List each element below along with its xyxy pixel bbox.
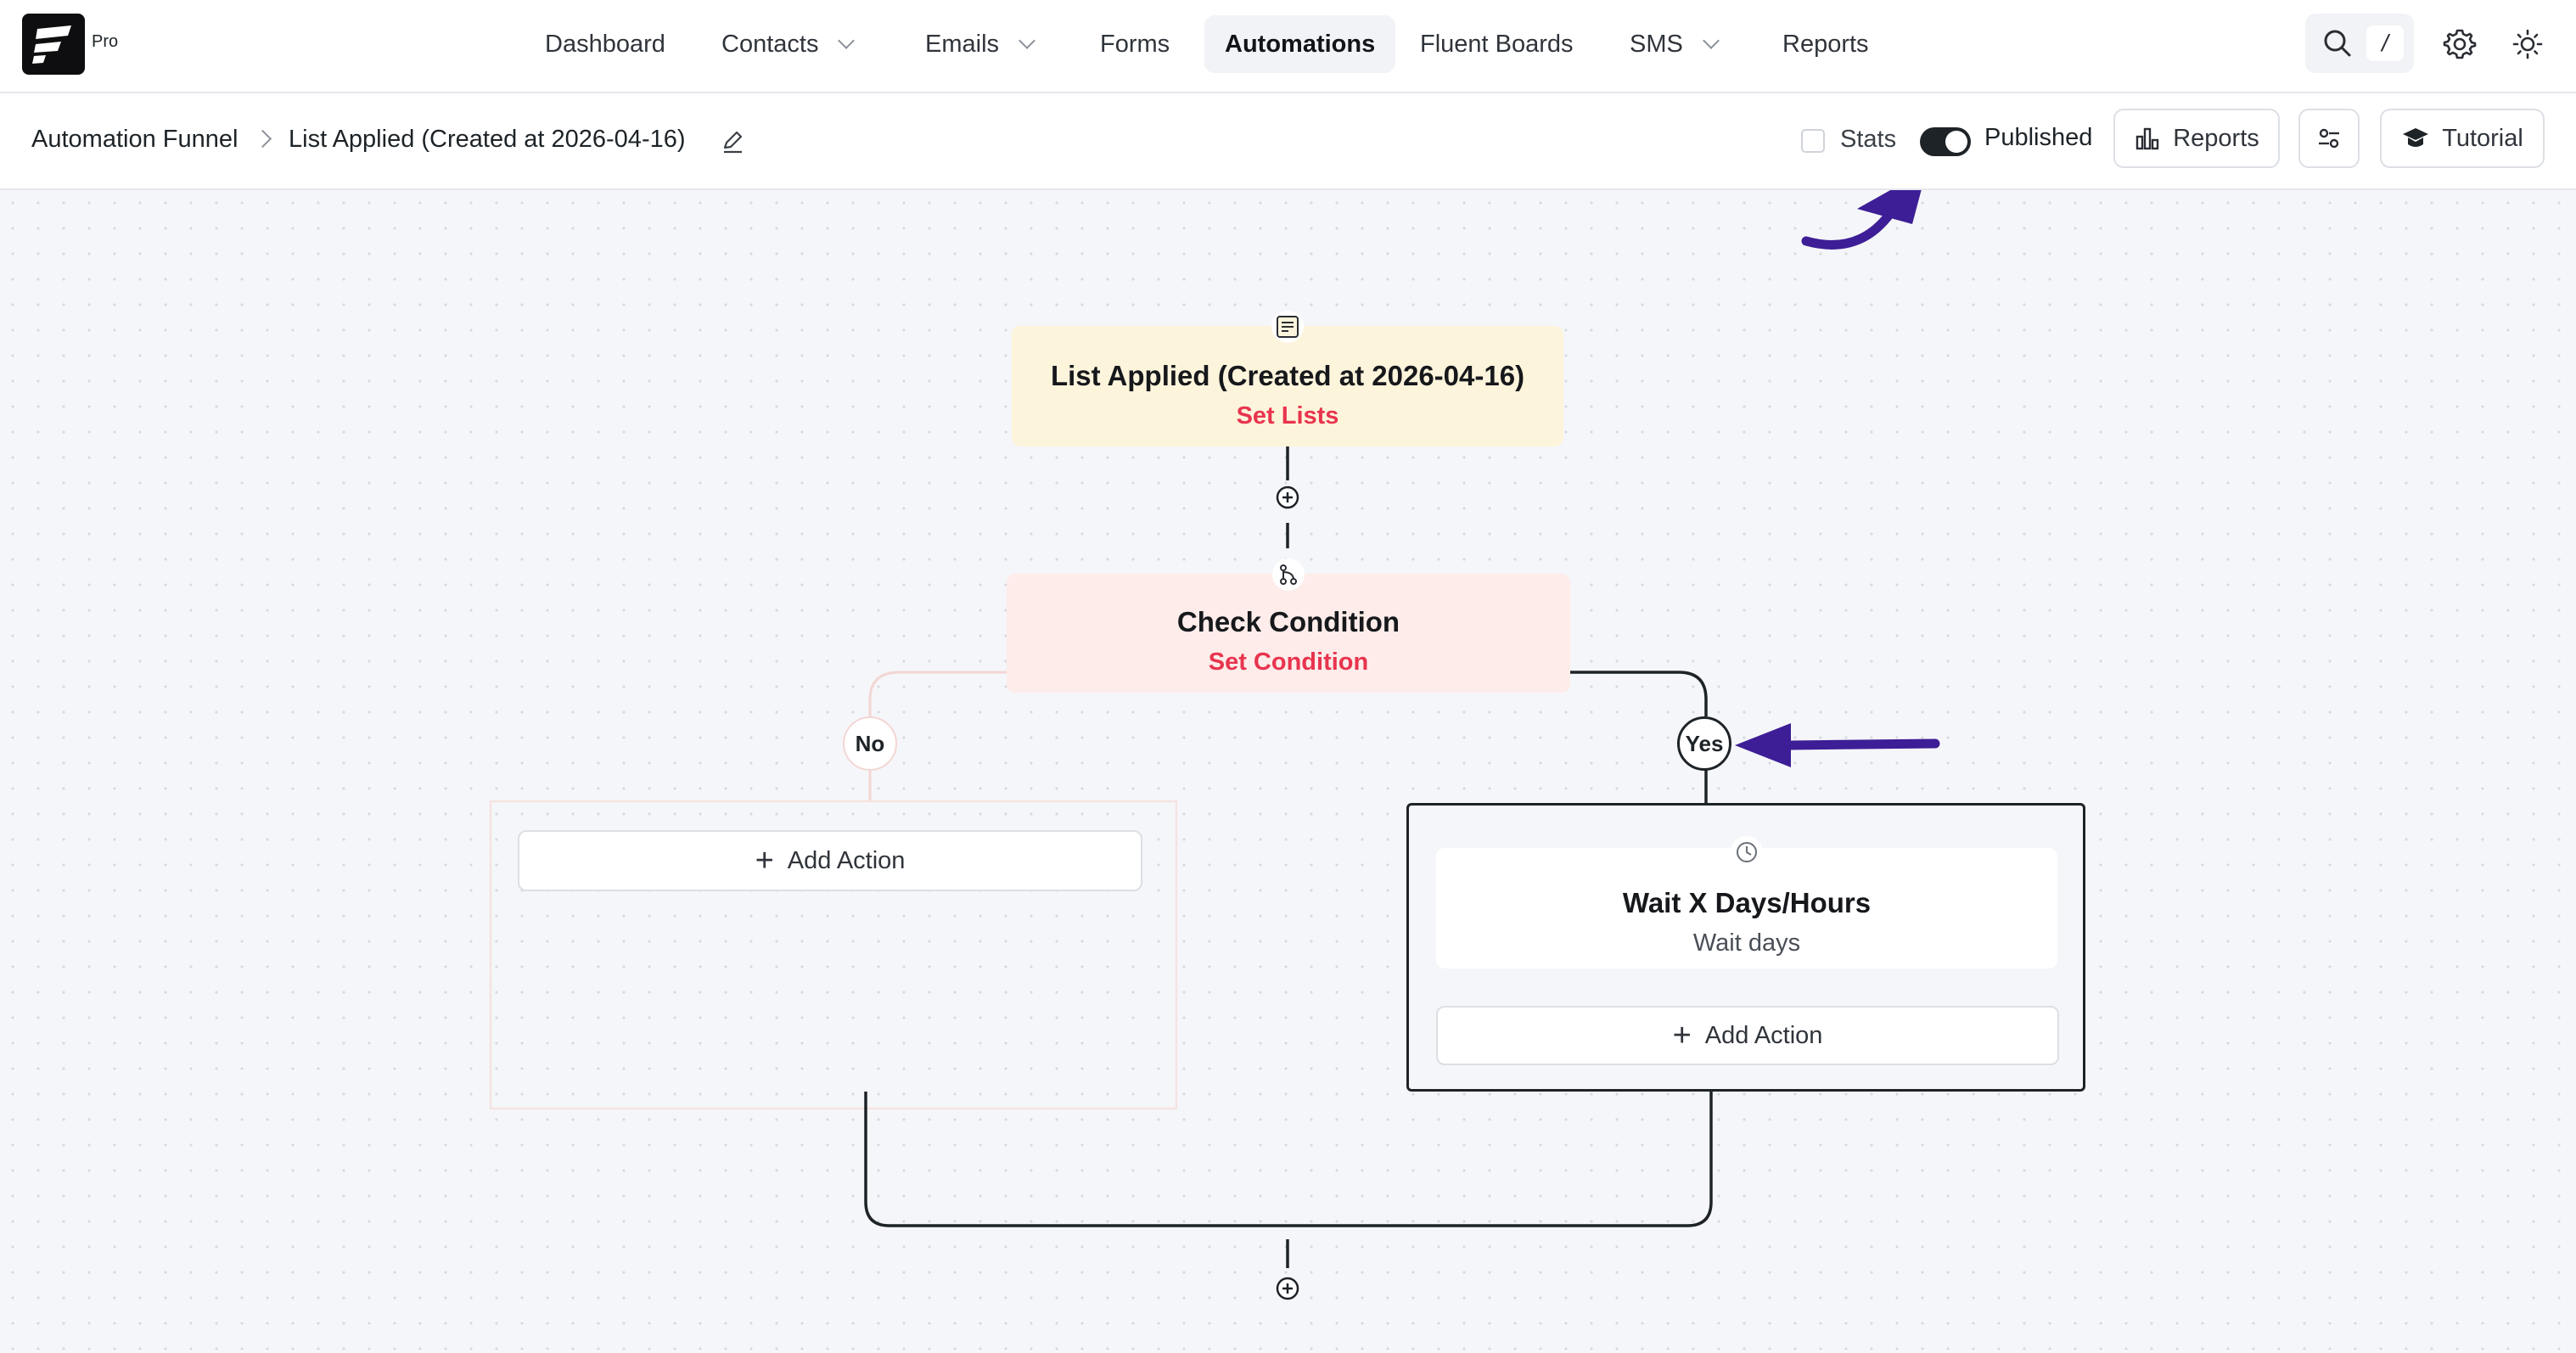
theme-toggle-button[interactable]	[2504, 20, 2551, 68]
published-label: Published	[1984, 124, 2093, 151]
nav-label: Dashboard	[545, 31, 665, 58]
trigger-title: List Applied (Created at 2026-04-16)	[1050, 360, 1525, 391]
breadcrumb-current: List Applied (Created at 2026-04-16)	[289, 126, 686, 153]
list-icon	[1271, 311, 1304, 343]
no-branch-add-action-button[interactable]: + Add Action	[518, 830, 1142, 891]
yes-branch-add-action-button[interactable]: + Add Action	[1436, 1006, 2059, 1065]
nav-contacts[interactable]: Contacts	[701, 15, 873, 73]
graduation-cap-icon	[2403, 128, 2429, 147]
nav-automations[interactable]: Automations	[1204, 15, 1396, 73]
nav-forms[interactable]: Forms	[1080, 15, 1190, 73]
chevron-down-icon	[1702, 32, 1720, 49]
nav-label: Forms	[1100, 31, 1170, 58]
pro-badge: Pro	[92, 32, 119, 51]
annotation-arrowhead-icon	[1735, 723, 1791, 767]
nav-sms[interactable]: SMS	[1609, 15, 1737, 73]
gear-icon	[2443, 29, 2477, 59]
yes-branch-container: Wait X Days/Hours Wait days + Add Action	[1406, 803, 2085, 1092]
annotation-arrowhead-icon	[1857, 190, 1922, 224]
search-shortcut-key: /	[2366, 25, 2404, 61]
bar-chart-icon	[2136, 127, 2159, 150]
funnel-settings-button[interactable]	[2298, 109, 2360, 168]
sliders-icon	[2319, 128, 2339, 149]
chevron-down-icon	[838, 32, 856, 49]
nav-label: Automations	[1225, 31, 1376, 58]
nav-emails[interactable]: Emails	[905, 15, 1053, 73]
annotation-arrow-icon	[1786, 738, 1940, 750]
condition-node[interactable]: Check Condition Set Condition	[1007, 559, 1570, 693]
funnel-connectors	[489, 190, 1940, 1300]
tutorial-button-label: Tutorial	[2442, 124, 2523, 152]
trigger-subtitle[interactable]: Set Lists	[1236, 402, 1339, 429]
nav-label: Fluent Boards	[1420, 31, 1574, 58]
chevron-down-icon	[1019, 32, 1035, 49]
condition-subtitle[interactable]: Set Condition	[1208, 648, 1369, 676]
trigger-node[interactable]: List Applied (Created at 2026-04-16) Set…	[1012, 311, 1563, 446]
nav-reports[interactable]: Reports	[1762, 15, 1889, 73]
funnel-header: Automation Funnel List Applied (Created …	[0, 93, 2576, 190]
sun-icon	[2512, 29, 2543, 59]
stats-label: Stats	[1840, 126, 1897, 153]
nav-label: Contacts	[721, 31, 819, 58]
add-step-icon[interactable]	[1276, 486, 1299, 509]
nav-label: SMS	[1630, 31, 1683, 58]
toggle-knob	[1945, 131, 1967, 153]
breadcrumb-parent-link[interactable]: Automation Funnel	[31, 126, 239, 153]
nav-fluent-boards[interactable]: Fluent Boards	[1400, 15, 1594, 73]
clock-icon	[1731, 836, 1763, 868]
add-action-label: Add Action	[787, 846, 906, 874]
wait-action-title: Wait X Days/Hours	[1622, 887, 1872, 918]
top-navigation: Pro Dashboard Contacts Emails Forms Auto…	[0, 0, 2576, 93]
reports-button[interactable]: Reports	[2113, 109, 2280, 168]
nav-label: Emails	[925, 31, 1000, 58]
branch-yes-badge: Yes	[1677, 716, 1731, 771]
tutorial-button[interactable]: Tutorial	[2380, 109, 2545, 168]
plus-icon: +	[755, 843, 774, 879]
nav-dashboard[interactable]: Dashboard	[525, 15, 686, 73]
search-button[interactable]: /	[2305, 14, 2414, 73]
settings-button[interactable]	[2436, 20, 2483, 68]
add-step-icon[interactable]	[1276, 1277, 1299, 1300]
add-action-label: Add Action	[1704, 1021, 1823, 1049]
wait-action-node[interactable]: Wait X Days/Hours Wait days	[1436, 836, 2057, 968]
fluentcrm-logo-icon[interactable]	[22, 14, 85, 75]
condition-title: Check Condition	[1176, 606, 1400, 637]
funnel-canvas[interactable]: List Applied (Created at 2026-04-16) Set…	[0, 190, 2576, 1353]
wait-action-subtitle: Wait days	[1692, 929, 1801, 957]
stats-checkbox[interactable]	[1801, 129, 1825, 153]
branch-no-badge: No	[843, 716, 897, 771]
search-icon	[2324, 30, 2351, 57]
plus-icon: +	[1672, 1018, 1692, 1053]
nav-label: Reports	[1782, 31, 1869, 58]
edit-pencil-icon[interactable]	[720, 129, 745, 154]
branch-icon	[1272, 559, 1305, 591]
reports-button-label: Reports	[2173, 124, 2259, 152]
chevron-right-icon	[253, 129, 272, 149]
published-toggle[interactable]	[1920, 127, 1971, 156]
